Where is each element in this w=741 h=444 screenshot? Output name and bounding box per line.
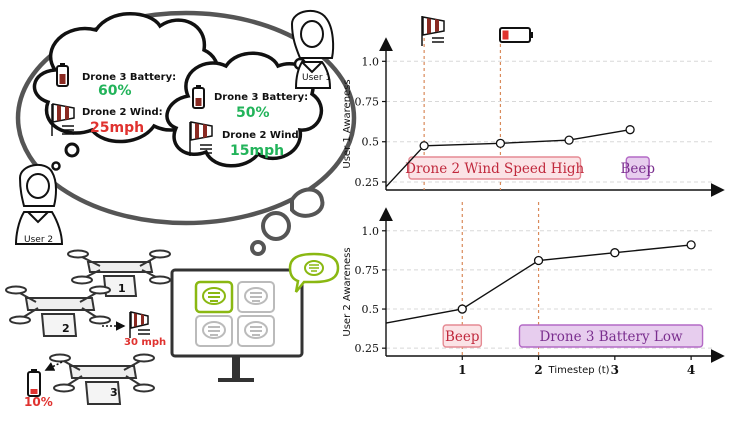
bubble2-wind-label: Drone 2 Wind: [82, 107, 163, 118]
y-tick-label: 0.5 [362, 303, 380, 316]
drone-1-label: 1 [118, 282, 126, 295]
y-tick-label: 0.75 [355, 264, 380, 277]
x-tick-label: 4 [687, 363, 695, 377]
alert-box [518, 324, 704, 348]
alert-label: Beep [445, 329, 480, 345]
monitor [170, 268, 304, 382]
user1-label: User 1 [302, 73, 331, 83]
y-tick-label: 1.0 [362, 55, 380, 68]
data-point [625, 125, 635, 135]
drone-2 [5, 285, 111, 337]
thought-tail [250, 187, 325, 256]
y-tick-label: 1.0 [362, 225, 380, 238]
battery-low-icon [499, 27, 533, 43]
user2-label: User 2 [24, 235, 53, 245]
drone-3 [49, 353, 155, 405]
alert-label: Drone 2 Wind Speed High [405, 161, 584, 177]
battery-icon [192, 85, 205, 109]
drone3-battery-arrow [44, 361, 63, 371]
data-point [610, 248, 620, 258]
alert-box [625, 156, 650, 180]
battery-reading: 10% [24, 395, 53, 409]
data-point [457, 304, 467, 314]
windsock-icon [129, 311, 150, 338]
user1-avatar [290, 9, 335, 89]
alert-box [442, 324, 483, 348]
windsock-icon [51, 103, 75, 136]
alert-label: Drone 3 Battery Low [539, 329, 683, 345]
data-point [686, 240, 696, 250]
chat-icon [202, 287, 268, 339]
x-tick-label: 1 [458, 363, 466, 377]
y-axis-label: User 2 Awareness [342, 247, 353, 336]
bubble2-battery-label: Drone 3 Battery: [82, 72, 176, 83]
alert-label: Beep [620, 161, 655, 177]
y-tick-label: 0.75 [355, 96, 380, 109]
y-tick-label: 0.5 [362, 136, 380, 149]
y-tick-label: 0.25 [355, 176, 380, 189]
alert-box [408, 156, 582, 180]
battery-low-icon [27, 369, 41, 397]
x-tick-label: 3 [611, 363, 619, 377]
bubble2-wind-value: 25mph [90, 120, 144, 136]
drone-2-label: 2 [62, 322, 70, 335]
bubble1-wind-value: 15mph [230, 143, 284, 159]
bubble2-battery-value: 60% [98, 83, 132, 99]
bubble1-battery-value: 50% [236, 105, 270, 121]
windsock-icon [189, 121, 213, 156]
data-point [495, 138, 506, 148]
windsock-icon [421, 16, 445, 46]
data-point [564, 135, 574, 145]
notification-bubble-icon [288, 252, 340, 293]
user2-avatar [14, 163, 64, 245]
drone-3-label: 3 [110, 386, 118, 399]
bubble1-battery-label: Drone 3 Battery: [214, 92, 308, 103]
drone-1 [67, 249, 171, 297]
x-tick-label: 2 [534, 363, 542, 377]
bubble1-wind-label: Drone 2 Wind: [222, 130, 303, 141]
y-axis-label: User 1 Awareness [342, 79, 353, 168]
wind-reading: 30 mph [124, 337, 166, 348]
y-tick-label: 0.25 [355, 342, 380, 355]
data-point [533, 255, 544, 266]
shared-thought-ellipse [15, 10, 357, 226]
battery-icon [56, 63, 69, 87]
x-axis-label: Timestep (t) [548, 365, 610, 376]
data-point [419, 141, 429, 151]
